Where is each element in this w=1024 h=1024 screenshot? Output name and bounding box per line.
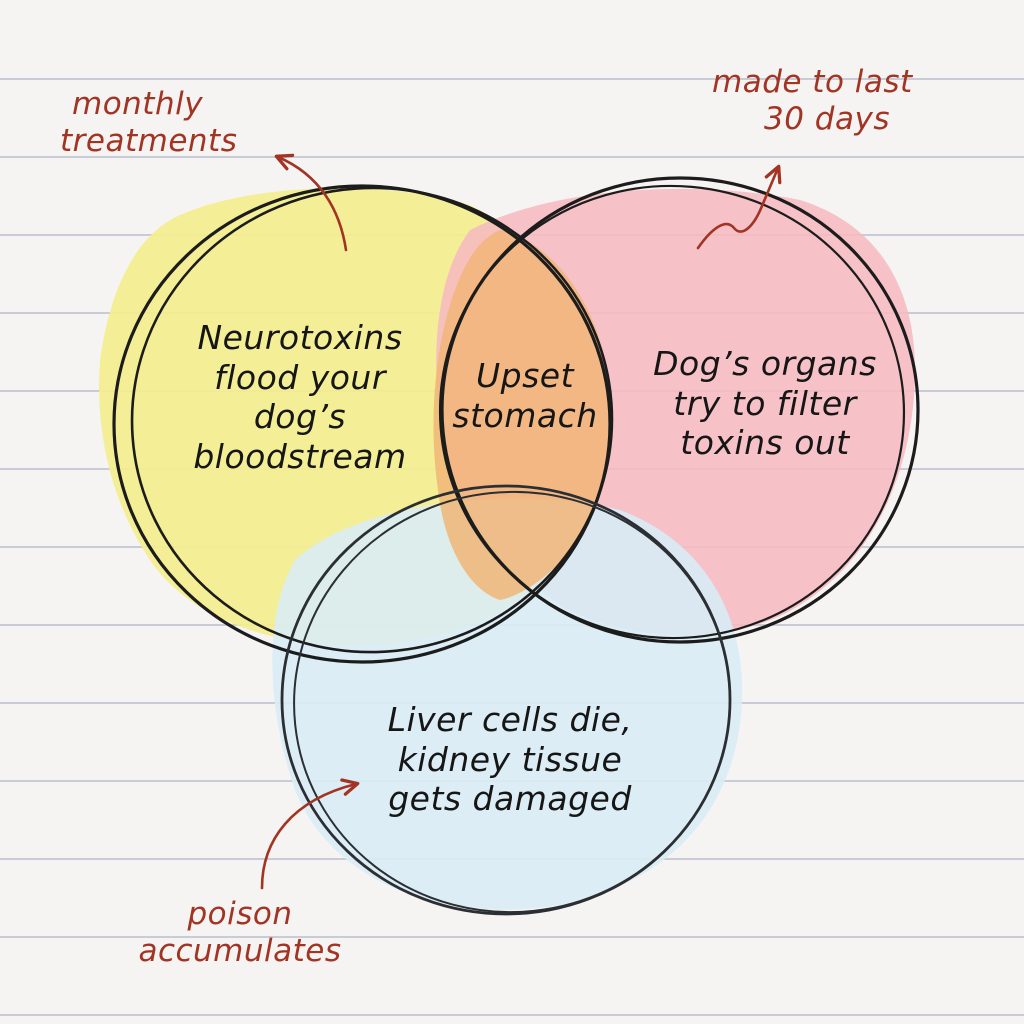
pink-circle-label: Dog’s organs try to filter toxins out bbox=[653, 344, 877, 463]
annotation-monthly-treatments: monthly treatments bbox=[60, 86, 238, 160]
circle-outlines bbox=[112, 176, 920, 916]
yellow-circle-outline bbox=[112, 184, 612, 664]
overlap-upset-stomach-fill bbox=[433, 230, 612, 600]
yellow-circle-outline-2 bbox=[130, 186, 614, 654]
yellow-circle-label: Neurotoxins flood your dog’s bloodstream bbox=[193, 318, 407, 476]
blue-circle-label: Liver cells die, kidney tissue gets dama… bbox=[387, 700, 633, 819]
annotation-arrows bbox=[260, 153, 782, 890]
pink-circle-outline bbox=[440, 176, 920, 644]
blue-circle-fill bbox=[272, 498, 743, 910]
blue-circle-outline-2 bbox=[293, 490, 731, 914]
pink-circle-outline-2 bbox=[438, 184, 906, 640]
squiggle-arrow-icon bbox=[696, 164, 782, 250]
overlap-label: Upset stomach bbox=[452, 356, 598, 435]
annotation-made-to-last: made to last 30 days bbox=[712, 64, 913, 138]
curved-arrow-icon bbox=[274, 153, 348, 252]
annotation-poison-accumulates: poison accumulates bbox=[138, 896, 342, 970]
circle-fills bbox=[99, 188, 915, 910]
curved-arrow-icon bbox=[260, 778, 360, 890]
